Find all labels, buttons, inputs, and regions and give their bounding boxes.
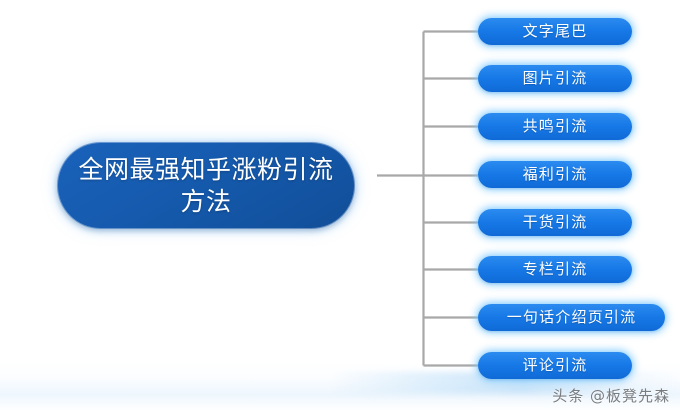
branch-node-4[interactable]: 福利引流	[478, 161, 632, 188]
watermark: 头条 @板凳先森	[552, 387, 670, 405]
branch-node-3[interactable]: 共鸣引流	[478, 113, 632, 140]
branch-node-8-label: 评论引流	[522, 356, 588, 374]
branch-node-4-label: 福利引流	[522, 165, 588, 183]
root-node[interactable]: 全网最强知乎涨粉引流方法	[57, 142, 355, 229]
branch-node-6[interactable]: 专栏引流	[478, 256, 632, 283]
root-node-label: 全网最强知乎涨粉引流方法	[78, 154, 334, 216]
branch-node-5-label: 干货引流	[522, 213, 588, 231]
branch-node-1-label: 文字尾巴	[522, 22, 588, 40]
branch-node-1[interactable]: 文字尾巴	[478, 18, 632, 45]
branch-node-7-label: 一句话介绍页引流	[506, 308, 637, 326]
branch-node-5[interactable]: 干货引流	[478, 209, 632, 236]
branch-node-2[interactable]: 图片引流	[478, 65, 632, 92]
branch-node-6-label: 专栏引流	[522, 260, 588, 278]
branch-node-2-label: 图片引流	[522, 69, 588, 87]
branch-node-7[interactable]: 一句话介绍页引流	[478, 304, 665, 331]
branch-node-3-label: 共鸣引流	[522, 117, 588, 135]
branch-node-8[interactable]: 评论引流	[478, 352, 632, 379]
